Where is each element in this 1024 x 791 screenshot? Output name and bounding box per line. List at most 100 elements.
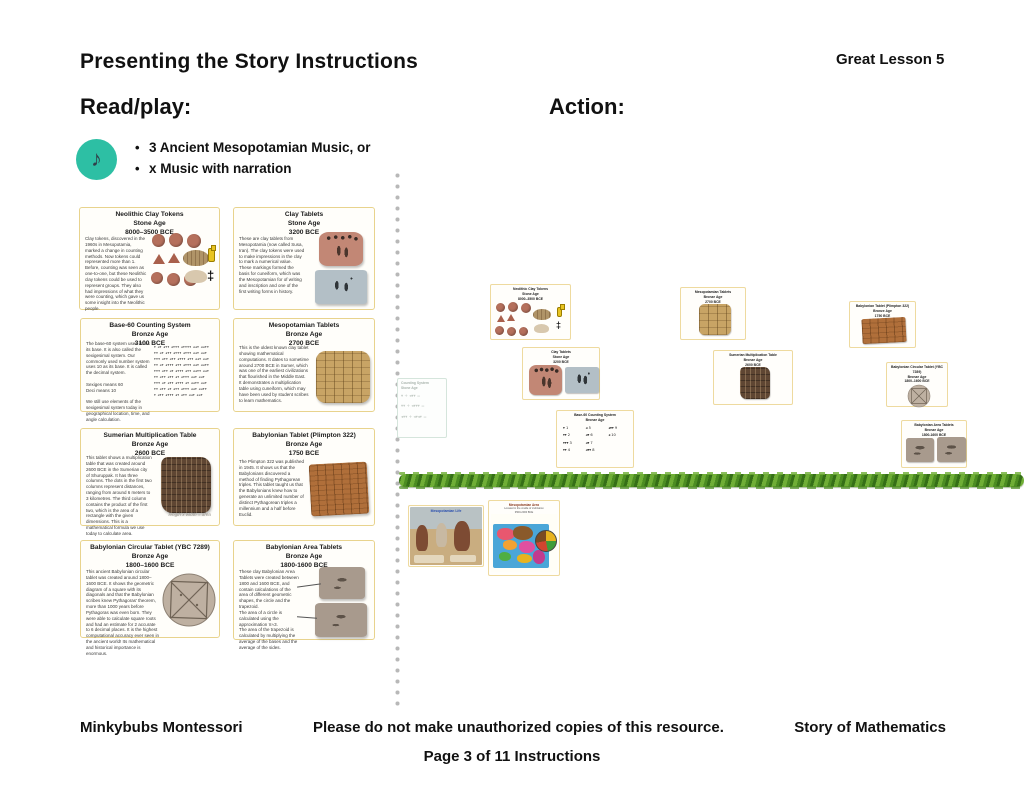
card-date: 2600 BCE [134,449,166,457]
footer: Minkybubs Montessori Please do not make … [80,719,946,736]
card-age: Stone Age [133,219,166,227]
card-age: Bronze Age [131,552,169,560]
card-age: Stone Age [287,219,321,227]
card-title: Clay Tablets [284,211,324,218]
music-icon: ♪ [76,139,117,180]
mesopotamian-life-card: Mesopotamian Life [408,505,484,567]
timeline-card-base60: Base-60 Counting System Bronze Age ▾ 1▾▾… [556,410,634,468]
mini-title: Mesopotamian Tablets [694,290,732,294]
card-clay-tablets: Clay Tablets Stone Age 3200 BCE These ar… [233,207,375,310]
card-babylonian-area-tablets: Babylonian Area Tablets Bronze Age 1800-… [233,540,375,650]
footer-page-number: Page 3 of 11 Instructions [423,748,601,765]
card-mesopotamian-tablets: Mesopotamian Tablets Bronze Age 2700 BCE… [233,318,375,412]
area-tablet-images [296,567,371,637]
card-age: Bronze Age [285,330,323,338]
card-body: This ancient Babylonian circular tablet … [86,569,160,656]
mini-age: Bronze Age [907,374,927,379]
mini-title: Base-60 Counting System [574,413,616,417]
mini-age: Bronze Age [703,294,723,299]
music-note-icon: ♪ [91,145,102,171]
timeline-rope [399,472,1024,489]
figure-icon: ‡ [207,268,215,283]
timeline-card-ybc-7289: Babylonian Circular Tablet (YBC 7289) Br… [886,362,948,408]
card-body: These clay Babylonian Area Tablets were … [239,569,299,650]
mini-title: Clay Tablets [551,350,571,354]
music-bullet: 3 Ancient Mesopotamian Music, or [133,138,371,159]
card-title: Babylonian Circular Tablet (YBC 7289) [90,544,210,551]
card-ybc-7289: Babylonian Circular Tablet (YBC 7289) Br… [80,540,220,656]
clay-tokens-mini-image: ‡ [493,301,568,337]
mini-date: 3200 BCE [553,359,569,364]
card-body: The Plimpton 322 was published in 1945. … [239,459,305,517]
gray-tablet-image [315,270,367,304]
life-card-title: Mesopotamian Life [430,509,462,513]
tan-tablet-mini-image [683,304,743,337]
clay-tablet-images [311,232,371,306]
card-age: Bronze Age [131,440,169,448]
map-card-title: Mesopotamian Area [508,503,540,507]
mesopotamian-life-image: Mesopotamian Life [410,507,482,565]
page-title: Presenting the Story Instructions [80,50,418,73]
mini-age: Bronze Age [585,417,605,422]
dotted-divider [394,170,401,710]
mini-age: Stone Age [522,291,539,296]
orange-tablet-image [308,461,370,519]
faint-card-age: Stone Age [401,385,418,390]
circular-tablet-image [161,571,217,629]
timeline-card-neolithic-tokens: Neolithic Clay Tokens Stone Age 8000–350… [490,284,571,340]
card-title: Babylonian Tablet (Plimpton 322) [252,432,356,439]
lesson-label: Great Lesson 5 [836,51,945,68]
dark-tablet-mini-image [716,367,790,401]
mini-date: 2700 BCE [705,299,721,304]
bottle-icon [208,245,216,262]
card-date: 1800–1600 BCE [125,561,175,569]
orange-tablet-mini-image [852,317,913,345]
clay-tokens-image: ‡ [150,232,216,306]
card-sumerian-multiplication: Sumerian Multiplication Table Bronze Age… [80,428,220,536]
mini-title: Babylonian Circular Tablet (YBC 7289) [891,365,943,374]
area-tablets-mini-image [904,437,966,464]
figure [454,521,470,551]
footer-brand: Minkybubs Montessori [80,719,243,736]
faint-card-title: Counting System [401,381,429,385]
mini-title: Neolithic Clay Tokens [513,287,548,291]
card-body: The base-60 system uses 60 as its base. … [86,341,150,422]
music-bullet: x Music with narration [133,159,371,180]
mini-title: Babylonian Tablet (Plimpton 322) [855,304,910,308]
card-body: This is the oldest known clay tablet sho… [239,345,309,403]
card-plimpton-322: Babylonian Tablet (Plimpton 322) Bronze … [233,428,375,526]
figure [416,525,428,551]
base60-numeral-grid: ▾ 1▾▾ 2▾▾▾ 3▾▾ 4◂ 5◂▾ 6◂▾ 7◂▾▾ 8◂▾▾ 9◂ 1… [563,425,618,453]
mini-date: 1800–1600 BCE [904,379,930,384]
circular-tablet-mini-image [889,384,945,408]
timeline-card-sumerian-multiplication: Sumerian Multiplication Table Bronze Age… [713,350,793,405]
timeline-card-area-tablets: Babylonian Area Tablets Bronze Age 1800-… [901,420,967,468]
mini-age: Bronze Age [873,308,892,313]
dark-tablet-image [157,457,215,515]
timeline-card-plimpton-322: Babylonian Tablet (Plimpton 322) Bronze … [849,301,916,348]
card-base60-counting: Base-60 Counting System Bronze Age 3100 … [80,318,220,422]
map-inset-circle [535,530,557,553]
timeline-card-clay-tablets: Clay Tablets Stone Age 3200 BCE [522,347,600,400]
card-title: Sumerian Multiplication Table [103,432,197,439]
card-date: 1800-1600 BCE [280,561,328,569]
figure [436,523,447,547]
map-card-subtitle: Located in the cradle of civilization [504,507,544,511]
clay-tablets-mini-image [525,364,599,397]
mesopotamia-map-card: Mesopotamian Area Located in the cradle … [488,500,560,576]
card-title: Babylonian Area Tablets [265,544,343,551]
card-body: Clay tokens, discovered in the 1960s in … [85,236,147,312]
card-title: Neolithic Clay Tokens [115,211,184,218]
mini-date: 1750 BCE [874,313,891,318]
card-date: 1750 BCE [288,449,320,457]
pink-tablet-image [319,232,363,266]
cuneiform-numeral-chart: ▾ ◂▾ ◂▾▾ ◂▾▾▾ ◂▾▾▾▾ ◂◂▾ ◂◂▾▾▾▾ ◂▾ ◂▾▾ ◂▾… [154,345,210,397]
mini-date: 2600 BCE [745,362,761,367]
music-bullet-list: 3 Ancient Mesopotamian Music, or x Music… [133,138,371,180]
card-age: Bronze Age [285,552,323,560]
faint-counting-card: Counting System Stone Age ▾ + ◂▾▾ =▾▾ + … [397,378,447,438]
asia-map-image [491,514,557,573]
mini-title: Sumerian Multiplication Table [729,353,777,357]
timeline-card-mesopotamian-tablets: Mesopotamian Tablets Bronze Age 2700 BCE [680,287,746,340]
